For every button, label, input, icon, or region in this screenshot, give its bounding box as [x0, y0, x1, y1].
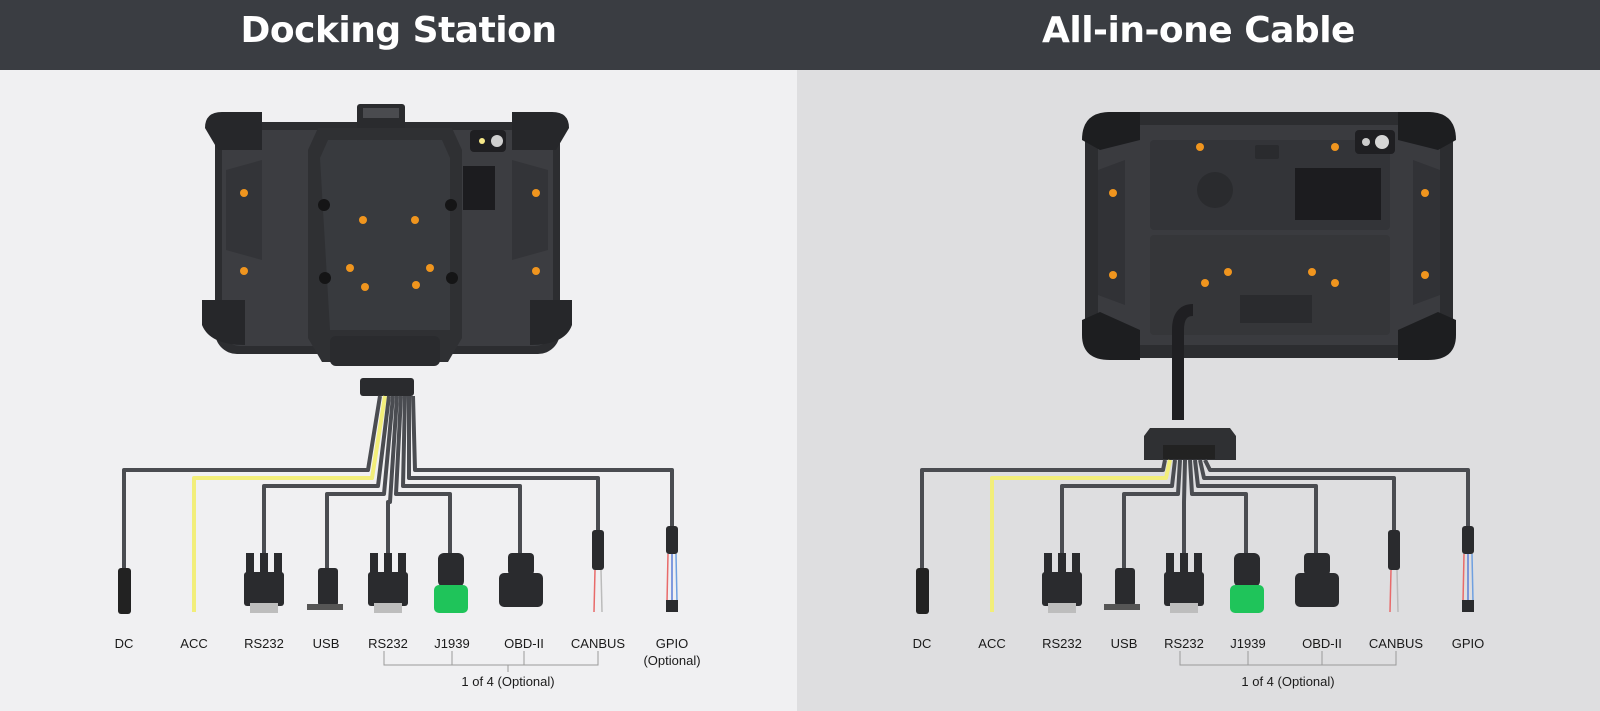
tablet-with-dock-image — [202, 104, 572, 396]
label-dc: DC — [912, 636, 932, 651]
header-bar: Docking Station All-in-one Cable — [0, 0, 1600, 70]
tablet-with-cable-image — [1082, 112, 1456, 460]
label-canbus: CANBUS — [1368, 636, 1424, 651]
group-label-docking: 1 of 4 (Optional) — [461, 674, 555, 689]
label-gpio: GPIO — [655, 636, 689, 651]
docking-station-title: Docking Station — [240, 10, 557, 51]
label-rs232-2: RS232 — [368, 636, 408, 651]
cable-connectors — [916, 526, 1474, 614]
group-label-cable: 1 of 4 (Optional) — [1241, 674, 1335, 689]
docking-connectors — [118, 526, 678, 614]
docking-group-bracket — [383, 651, 599, 672]
label-obd-ii: OBD-II — [504, 636, 544, 651]
label-gpio: GPIO — [1451, 636, 1485, 651]
label-canbus: CANBUS — [570, 636, 626, 651]
label-dc: DC — [114, 636, 134, 651]
label-j1939: J1939 — [434, 636, 470, 651]
label-usb: USB — [312, 636, 340, 651]
label-usb: USB — [1110, 636, 1138, 651]
label-acc: ACC — [978, 636, 1006, 651]
cable-group-bracket — [1179, 651, 1397, 666]
label-acc: ACC — [180, 636, 208, 651]
label-gpio-optional: (Optional) — [643, 653, 701, 668]
cable-wires — [920, 459, 1470, 600]
label-rs232-2: RS232 — [1164, 636, 1204, 651]
label-rs232: RS232 — [1042, 636, 1082, 651]
label-j1939: J1939 — [1230, 636, 1266, 651]
label-obd-ii: OBD-II — [1302, 636, 1342, 651]
label-rs232: RS232 — [244, 636, 284, 651]
all-in-one-cable-title: All-in-one Cable — [1042, 10, 1355, 51]
docking-wires — [122, 395, 674, 600]
